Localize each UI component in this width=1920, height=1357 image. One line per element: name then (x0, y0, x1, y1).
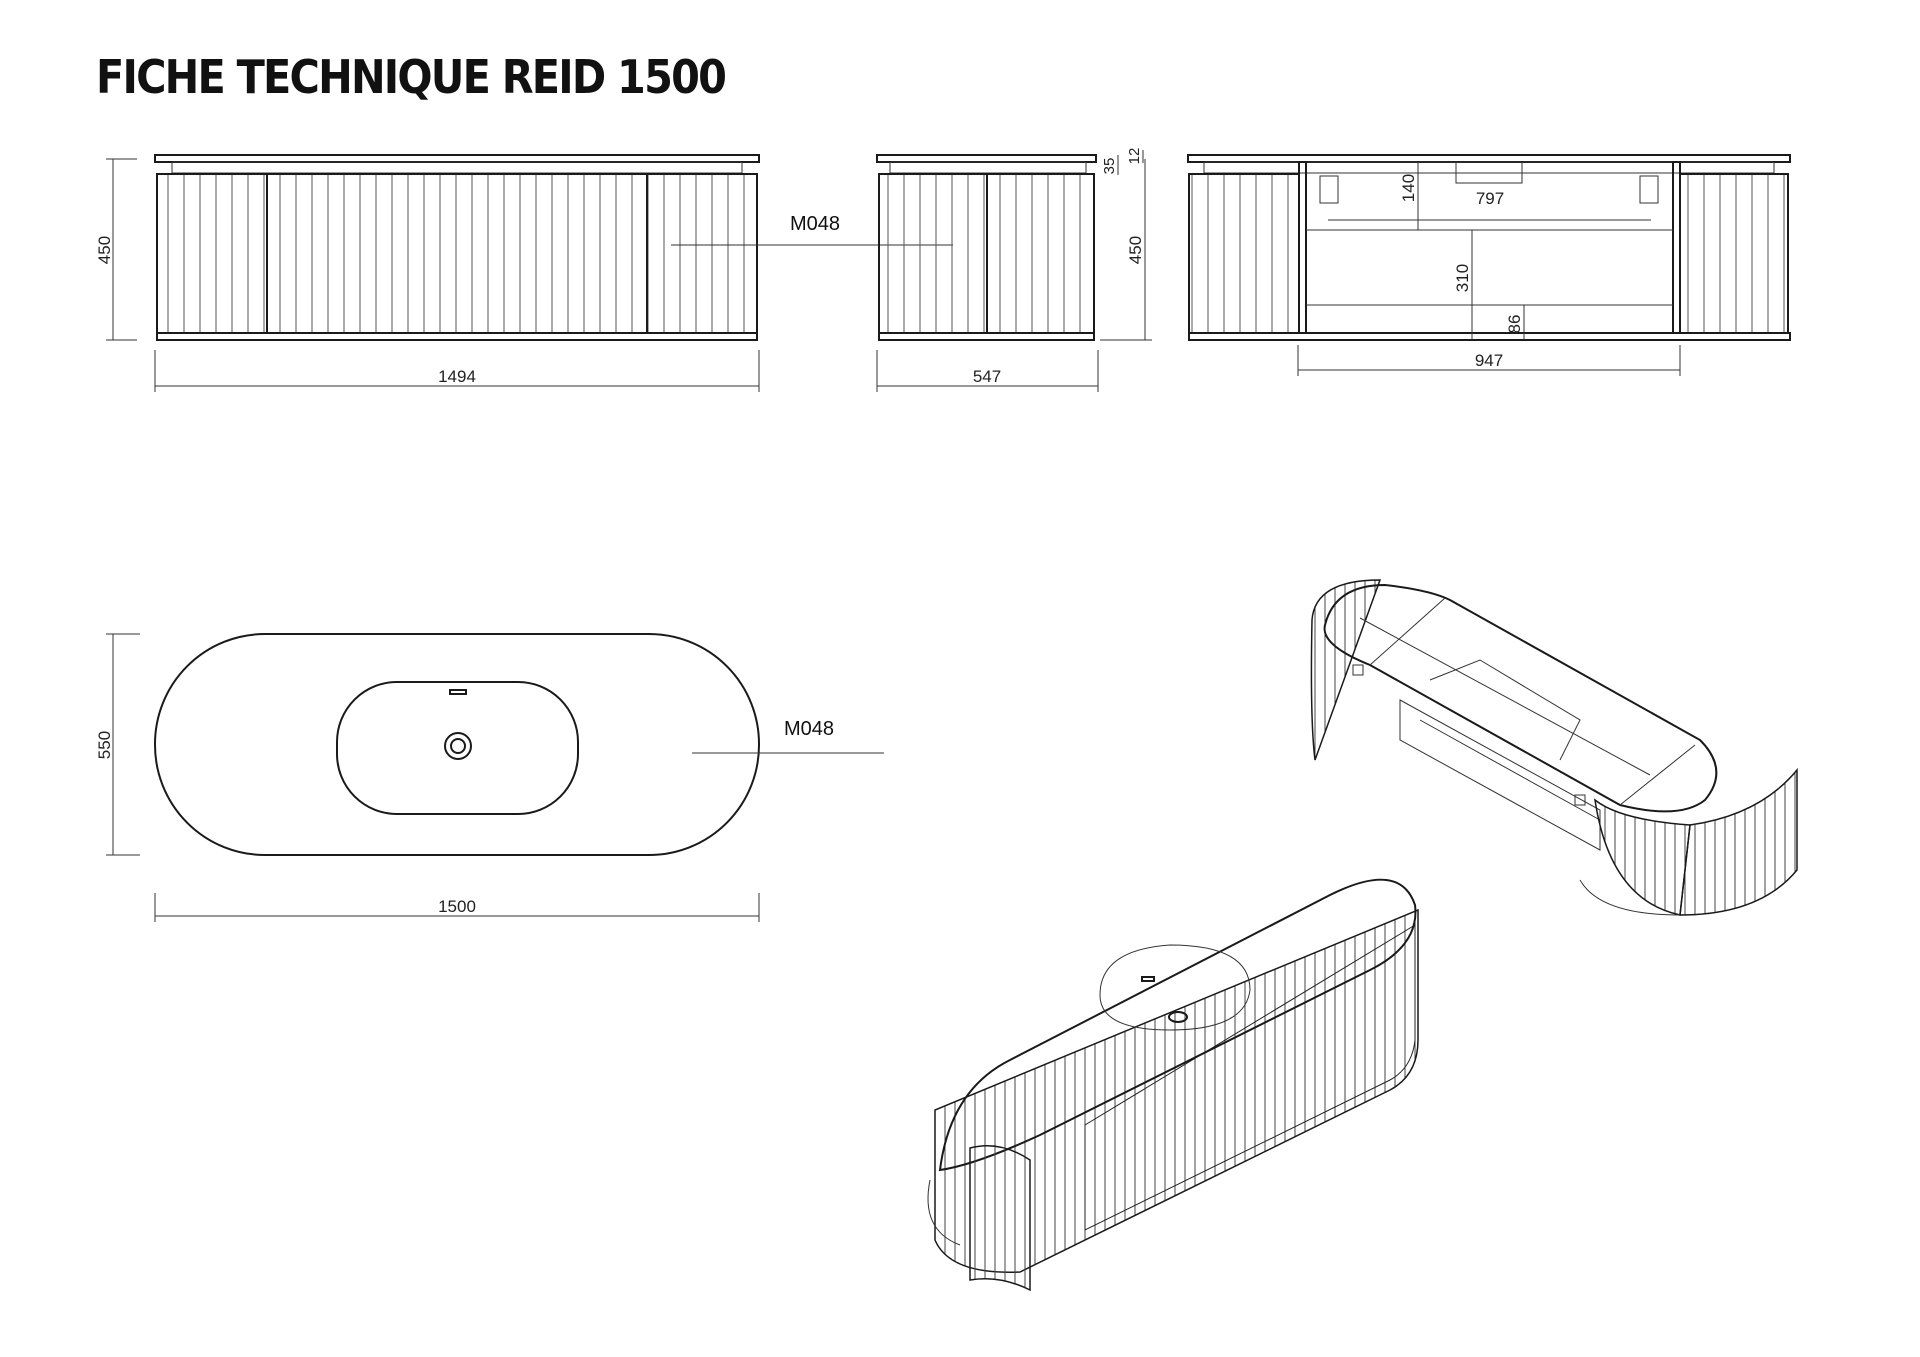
front-width-dim: 1494 (438, 367, 476, 386)
front-height-dim: 450 (95, 236, 114, 264)
back-elevation: 140 797 310 86 947 (1187, 154, 1791, 376)
plan-depth-dim: 550 (95, 731, 114, 759)
drain-icon (444, 732, 472, 760)
side-height-dim: 450 (1126, 236, 1145, 264)
side-depth-dim: 547 (973, 367, 1001, 386)
drawer-height-dim: 140 (1399, 174, 1418, 202)
bracket-spacing-dim: 797 (1476, 189, 1504, 208)
finish-label-plan: M048 (784, 718, 834, 740)
plan-width-dim: 1500 (438, 897, 476, 916)
finish-label-front: M048 (790, 213, 840, 235)
basin (336, 681, 579, 815)
side-elevation: 547 450 35 12 (876, 148, 1152, 392)
front-elevation: 450 1494 M048 (95, 154, 953, 392)
plan-view: 550 1500 M048 (95, 633, 884, 922)
opening-height-dim: 310 (1453, 264, 1472, 292)
wall-bracket-icon (1319, 175, 1339, 204)
overflow-icon (449, 689, 467, 695)
isometric-closed-view (927, 878, 1419, 1292)
edge-thickness-dim: 12 (1126, 148, 1143, 165)
page-title: FICHE TECHNIQUE REID 1500 (96, 50, 727, 104)
top-thickness-dim: 35 (1101, 158, 1118, 175)
wall-bracket-icon (1639, 175, 1659, 204)
opening-width-dim: 947 (1475, 351, 1503, 370)
isometric-open-view (1310, 579, 1798, 916)
plinth-height-dim: 86 (1505, 315, 1524, 334)
